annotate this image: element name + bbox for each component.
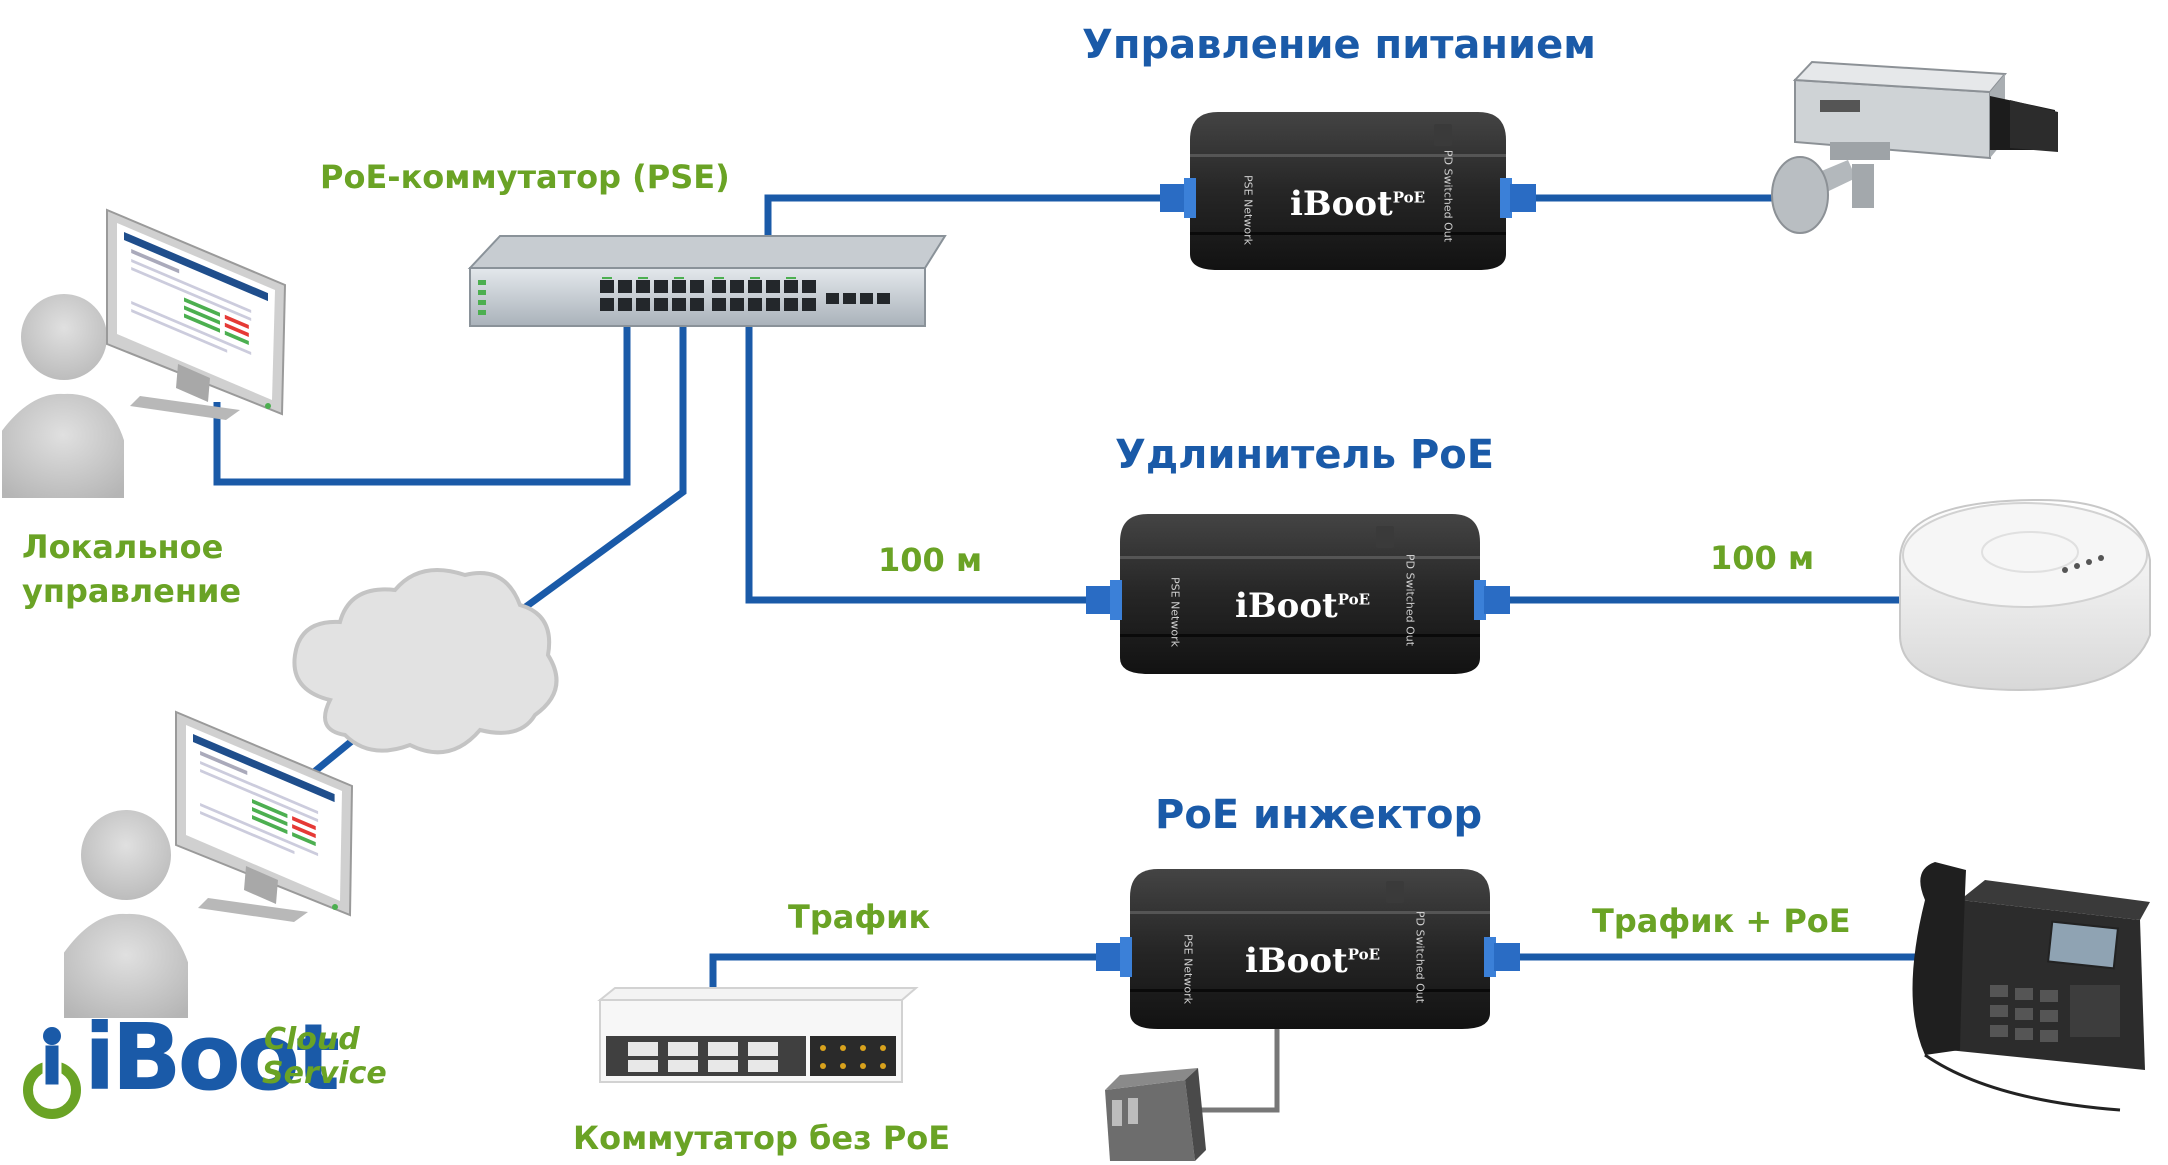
poe-switch-icon bbox=[467, 235, 947, 327]
wireless-access-point-icon bbox=[1899, 498, 2151, 692]
cable-switch-to-local-monitor bbox=[213, 315, 631, 486]
iboot-device-power-management bbox=[1160, 112, 1536, 270]
device1-brand-sup: PoE bbox=[1392, 188, 1426, 207]
device3-brand: iBoot bbox=[1245, 941, 1348, 981]
cable-switch-to-extender bbox=[745, 310, 1090, 604]
device3-port-in-label: PSE Network bbox=[1181, 934, 1195, 1004]
rj45-plug-right bbox=[1484, 937, 1520, 977]
label-distance-right: 100 м bbox=[1710, 539, 1815, 577]
label-pse-switch: PoE-коммутатор (PSE) bbox=[320, 158, 730, 196]
iboot-device-injector bbox=[1096, 869, 1520, 1029]
local-user-workstation bbox=[0, 208, 287, 502]
logo-cloud-text: Cloud bbox=[264, 1022, 360, 1057]
logo-brand: iBoot bbox=[84, 1004, 340, 1111]
switch-ports bbox=[600, 280, 890, 311]
device2-brand: iBoot bbox=[1235, 586, 1338, 626]
remote-user-workstation bbox=[60, 710, 354, 1022]
user-icon bbox=[0, 290, 128, 502]
rj45-plug-left bbox=[1160, 178, 1196, 218]
power-adapter-icon bbox=[1105, 1068, 1206, 1161]
device2-port-in-label: PSE Network bbox=[1168, 577, 1182, 647]
label-traffic-poe: Трафик + PoE bbox=[1592, 902, 1851, 940]
user-icon bbox=[60, 806, 192, 1022]
device2-port-out-label: PD Switched Out bbox=[1403, 553, 1417, 647]
rj45-plug-left bbox=[1096, 937, 1132, 977]
security-camera-icon bbox=[1771, 60, 2058, 234]
cable-switch-to-cloud bbox=[450, 310, 687, 663]
label-distance-left: 100 м bbox=[878, 541, 983, 579]
rj45-plug-right bbox=[1474, 580, 1510, 620]
non-poe-switch-icon bbox=[597, 987, 919, 1083]
device3-brand-sup: PoE bbox=[1347, 945, 1381, 964]
device2-brand-sup: PoE bbox=[1337, 590, 1371, 609]
label-local-management: Локальное управление bbox=[22, 528, 242, 610]
device1-port-out-label: PD Switched Out bbox=[1441, 149, 1455, 243]
power-cord bbox=[1189, 1028, 1280, 1113]
cloud-icon bbox=[292, 568, 559, 755]
label-traffic: Трафик bbox=[788, 898, 931, 936]
monitor-icon bbox=[175, 710, 354, 922]
device1-port-in-label: PSE Network bbox=[1241, 175, 1255, 245]
rj45-plug-right bbox=[1500, 178, 1536, 218]
label-non-poe-switch: Коммутатор без PoE bbox=[573, 1119, 951, 1157]
logo-service-text: Service bbox=[262, 1056, 387, 1091]
rj45-plug-left bbox=[1086, 580, 1122, 620]
iboot-power-logo-icon bbox=[23, 1027, 81, 1119]
title-power-management: Управление питанием bbox=[1082, 22, 1596, 68]
device1-brand: iBoot bbox=[1290, 184, 1393, 224]
title-injector: PoE инжектор bbox=[1155, 792, 1483, 838]
iboot-device-extender bbox=[1086, 514, 1510, 674]
ip-phone-icon bbox=[1912, 862, 2150, 1112]
monitor-icon bbox=[106, 208, 287, 420]
title-extender: Удлинитель PoE bbox=[1115, 432, 1495, 478]
device3-port-out-label: PD Switched Out bbox=[1413, 910, 1427, 1004]
